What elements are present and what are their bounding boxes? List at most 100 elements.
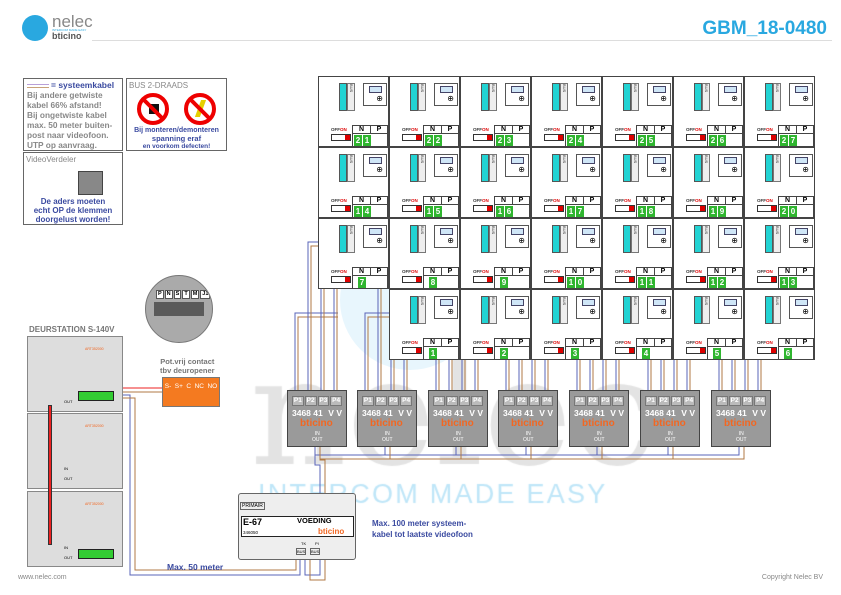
termination-switch[interactable] (331, 134, 351, 141)
videophone-icon[interactable]: ⊕ (789, 83, 813, 106)
termination-switch[interactable] (615, 276, 635, 283)
on-label: ON (482, 198, 489, 203)
termination-switch[interactable] (331, 276, 351, 283)
bus-label: BUS (489, 83, 497, 111)
videophone-icon[interactable]: ⊕ (576, 154, 600, 177)
address-digit: 2 (567, 135, 575, 146)
videophone-icon[interactable]: ⊕ (576, 83, 600, 106)
port-label: P1 (645, 396, 657, 406)
wire (460, 447, 532, 460)
videophone-icon[interactable]: ⊕ (434, 83, 458, 106)
terminal-block (78, 391, 114, 401)
address-digit: 3 (571, 348, 579, 359)
videophone-icon[interactable]: ⊕ (363, 225, 387, 248)
termination-switch[interactable] (757, 205, 777, 212)
videophone-icon[interactable]: ⊕ (505, 83, 529, 106)
bus-title: BUS 2-DRAADS (129, 81, 189, 90)
videophone-icon[interactable]: ⊕ (434, 296, 458, 319)
termination-switch[interactable] (757, 276, 777, 283)
termination-switch[interactable] (473, 134, 493, 141)
termination-switch[interactable] (686, 276, 706, 283)
port-label: P1 (716, 396, 728, 406)
termination-switch[interactable] (757, 347, 777, 354)
port-label: P3 (599, 396, 612, 406)
termination-switch[interactable] (544, 276, 564, 283)
termination-switch[interactable] (473, 276, 493, 283)
videophone-icon[interactable]: ⊕ (647, 225, 671, 248)
videophone-icon[interactable]: ⊕ (434, 154, 458, 177)
termination-switch[interactable] (686, 134, 706, 141)
address-digit: 5 (647, 135, 655, 146)
videophone-icon[interactable]: ⊕ (718, 154, 742, 177)
videophone-icon[interactable]: ⊕ (718, 296, 742, 319)
videophone-icon[interactable]: ⊕ (363, 154, 387, 177)
videophone-icon[interactable]: ⊕ (505, 296, 529, 319)
termination-switch[interactable] (402, 276, 422, 283)
videophone-icon[interactable]: ⊕ (789, 154, 813, 177)
videophone-icon[interactable]: ⊕ (576, 296, 600, 319)
termination-switch[interactable] (402, 347, 422, 354)
termination-switch[interactable] (473, 347, 493, 354)
termination-switch[interactable] (615, 205, 635, 212)
termination-switch[interactable] (686, 205, 706, 212)
videophone-icon[interactable]: ⊕ (718, 83, 742, 106)
termination-switch[interactable] (402, 205, 422, 212)
power-supply[interactable]: PRIMAIR E-67 VOEDING 346050 bticino TK P… (238, 493, 356, 560)
off-label: OFF (615, 198, 624, 203)
videophone-icon[interactable]: ⊕ (434, 225, 458, 248)
bus-terminal-icon (765, 296, 773, 324)
switch-label: OFFON (473, 269, 489, 275)
videophone-icon[interactable]: ⊕ (789, 296, 813, 319)
videophone-icon[interactable]: ⊕ (505, 225, 529, 248)
termination-switch[interactable] (402, 134, 422, 141)
termination-switch[interactable] (544, 134, 564, 141)
videophone-icon[interactable]: ⊕ (647, 154, 671, 177)
n-label: N (495, 339, 512, 347)
bus-terminal-label: BUS (310, 548, 321, 555)
termination-switch[interactable] (544, 205, 564, 212)
videophone-icon[interactable]: ⊕ (647, 296, 671, 319)
out-label: OUT (453, 437, 464, 443)
termination-switch[interactable] (757, 134, 777, 141)
termination-switch[interactable] (615, 134, 635, 141)
termination-switch[interactable] (686, 347, 706, 354)
address-digit: 1 (363, 135, 371, 146)
n-label: N (424, 268, 441, 276)
videophone-icon[interactable]: ⊕ (505, 154, 529, 177)
videophone-icon[interactable]: ⊕ (718, 225, 742, 248)
riser-cable (48, 405, 52, 545)
bus-label: BUS (489, 225, 497, 253)
n-label: N (637, 268, 654, 276)
art-label: ART352000 (85, 424, 104, 428)
videophone-icon[interactable]: ⊕ (576, 225, 600, 248)
port-label: P4 (330, 396, 342, 406)
switch-label: OFFON (402, 340, 418, 346)
videophone-icon[interactable]: ⊕ (789, 225, 813, 248)
bus-label: BUS (773, 225, 781, 253)
port-label: P1 (292, 396, 304, 406)
termination-switch[interactable] (544, 347, 564, 354)
termination-switch[interactable] (615, 347, 635, 354)
videophone-icon[interactable]: ⊕ (363, 83, 387, 106)
distributor-code: 3468 41 (503, 408, 534, 418)
videophone-icon[interactable]: ⊕ (647, 83, 671, 106)
off-label: OFF (402, 340, 411, 345)
termination-switch[interactable] (331, 205, 351, 212)
termination-switch[interactable] (473, 205, 493, 212)
